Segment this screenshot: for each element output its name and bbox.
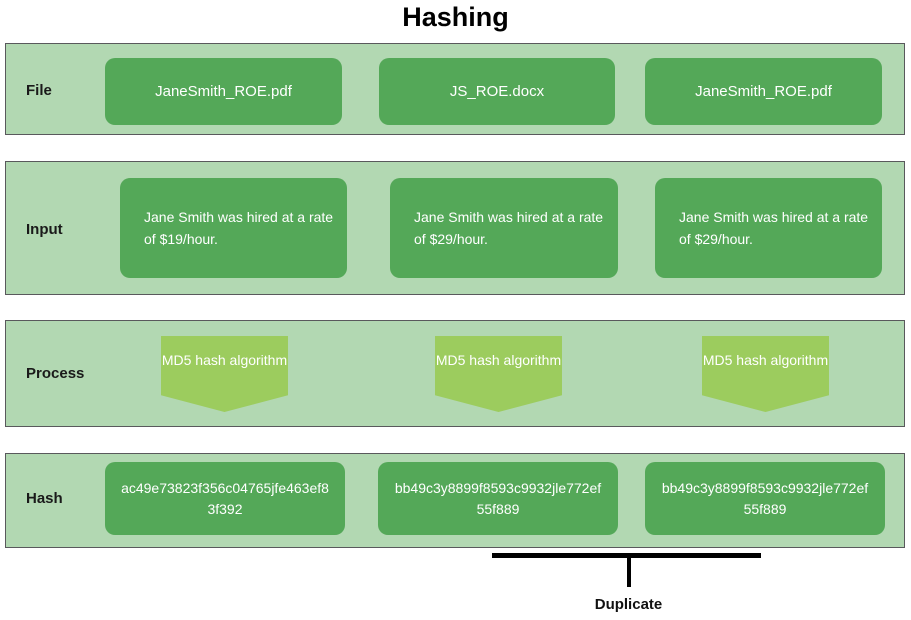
file-card[interactable]: JaneSmith_ROE.pdf — [105, 58, 342, 125]
row-label-input: Input — [26, 221, 63, 238]
file-card[interactable]: JaneSmith_ROE.pdf — [645, 58, 882, 125]
hash-card[interactable]: bb49c3y8899f8593c9932jle772ef55f889 — [645, 462, 885, 535]
file-card[interactable]: JS_ROE.docx — [379, 58, 615, 125]
process-arrow-icon[interactable]: MD5 hash algorithm — [161, 336, 288, 412]
input-card[interactable]: Jane Smith was hired at a rate of $19/ho… — [120, 178, 347, 278]
duplicate-bracket-bar — [492, 553, 761, 558]
row-label-process: Process — [26, 365, 85, 382]
duplicate-label: Duplicate — [594, 596, 663, 613]
hash-value: bb49c3y8899f8593c9932jle772ef55f889 — [661, 479, 869, 517]
input-card-text: Jane Smith was hired at a rate of $29/ho… — [679, 209, 869, 247]
row-label-file: File — [26, 82, 52, 99]
hash-value: bb49c3y8899f8593c9932jle772ef55f889 — [394, 479, 602, 517]
row-label-hash: Hash — [26, 490, 63, 507]
process-arrow-icon[interactable]: MD5 hash algorithm — [702, 336, 829, 412]
process-arrow-text: MD5 hash algorithm — [435, 352, 562, 368]
process-arrow-text: MD5 hash algorithm — [702, 352, 829, 368]
input-card-text: Jane Smith was hired at a rate of $29/ho… — [414, 209, 604, 247]
hash-card[interactable]: ac49e73823f356c04765jfe463ef83f392 — [105, 462, 345, 535]
input-card[interactable]: Jane Smith was hired at a rate of $29/ho… — [655, 178, 882, 278]
hash-value: ac49e73823f356c04765jfe463ef83f392 — [121, 479, 329, 517]
input-card[interactable]: Jane Smith was hired at a rate of $29/ho… — [390, 178, 618, 278]
page-title: Hashing — [402, 2, 509, 32]
process-arrow-text: MD5 hash algorithm — [161, 352, 288, 368]
duplicate-bracket-stem — [627, 556, 631, 587]
input-card-text: Jane Smith was hired at a rate of $19/ho… — [144, 209, 334, 247]
hash-card[interactable]: bb49c3y8899f8593c9932jle772ef55f889 — [378, 462, 618, 535]
process-arrow-icon[interactable]: MD5 hash algorithm — [435, 336, 562, 412]
